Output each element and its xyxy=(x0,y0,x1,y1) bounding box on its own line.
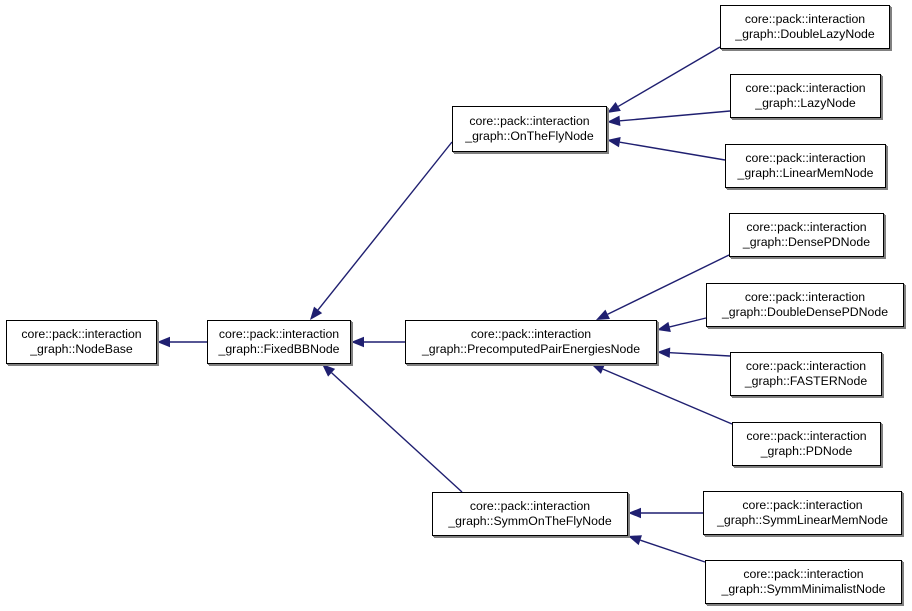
edge-arrowhead-icon xyxy=(607,101,621,113)
edge-line xyxy=(619,110,731,122)
inheritance-edge-lazy-node-to-on-the-fly-node xyxy=(607,110,731,127)
class-node-label-line1: core::pack::interaction xyxy=(469,499,591,513)
class-node-label-line2: _graph::NodeBase xyxy=(30,342,133,356)
class-node-label-line2: _graph::SymmOnTheFlyNode xyxy=(448,514,612,528)
edge-arrowhead-icon xyxy=(607,115,621,127)
class-node-label-line2: _graph::DoubleDensePDNode xyxy=(721,305,889,319)
class-node-label-line1: core::pack::interaction xyxy=(746,220,867,234)
class-node-label-line1: core::pack::interaction xyxy=(746,429,867,443)
class-node-label-line1: core::pack::interaction xyxy=(745,359,867,373)
edge-arrowhead-icon xyxy=(596,309,610,320)
inheritance-edge-precomputed-pair-energies-node-to-fixed-bb-node xyxy=(351,336,405,348)
inheritance-edge-symm-minimalist-node-to-symm-on-the-fly-node xyxy=(628,535,706,563)
class-node-label-line2: _graph::PDNode xyxy=(760,444,853,458)
class-node-label-line1: core::pack::interaction xyxy=(218,327,340,341)
class-node-linear-mem-node[interactable]: core::pack::interaction_graph::LinearMem… xyxy=(725,144,886,188)
edge-arrowhead-icon xyxy=(628,535,642,546)
class-node-label-line1: core::pack::interaction xyxy=(21,327,142,341)
class-node-label-line2: _graph::LazyNode xyxy=(755,96,856,110)
edge-line xyxy=(331,372,463,493)
inheritance-edge-symm-linear-mem-node-to-symm-on-the-fly-node xyxy=(628,507,703,519)
edge-line xyxy=(317,141,453,311)
edge-line xyxy=(669,352,731,357)
class-node-label-line1: core::pack::interaction xyxy=(744,12,866,26)
edge-arrowhead-icon xyxy=(322,364,336,377)
inheritance-edge-double-dense-pd-node-to-precomputed-pair-energies-node xyxy=(657,317,707,332)
class-node-node-base[interactable]: core::pack::interaction_graph::NodeBase xyxy=(6,320,157,364)
edge-arrowhead-icon xyxy=(157,336,170,348)
class-node-dense-pd-node[interactable]: core::pack::interaction_graph::DensePDNo… xyxy=(729,213,884,257)
edge-arrowhead-icon xyxy=(657,321,671,332)
class-node-lazy-node[interactable]: core::pack::interaction_graph::LazyNode xyxy=(730,74,881,118)
class-node-on-the-fly-node[interactable]: core::pack::interaction_graph::OnTheFlyN… xyxy=(452,106,607,152)
class-node-label-line2: _graph::SymmMinimalistNode xyxy=(721,582,886,596)
class-node-label-line1: core::pack::interaction xyxy=(745,151,866,165)
edges-group xyxy=(157,46,733,563)
class-node-label-line1: core::pack::interaction xyxy=(470,327,592,341)
class-node-double-dense-pd-node[interactable]: core::pack::interaction_graph::DoubleDen… xyxy=(706,283,904,327)
class-node-label-line1: core::pack::interaction xyxy=(743,567,864,581)
inheritance-edge-fixed-bb-node-to-node-base xyxy=(157,336,207,348)
class-node-symm-linear-mem-node[interactable]: core::pack::interaction_graph::SymmLinea… xyxy=(703,491,902,535)
edge-arrowhead-icon xyxy=(591,364,605,374)
edge-line xyxy=(617,46,721,108)
class-node-symm-on-the-fly-node[interactable]: core::pack::interaction_graph::SymmOnThe… xyxy=(432,492,628,536)
class-node-label-line1: core::pack::interaction xyxy=(745,81,866,95)
class-node-label-line1: core::pack::interaction xyxy=(469,114,590,128)
edge-line xyxy=(669,317,707,328)
class-node-double-lazy-node[interactable]: core::pack::interaction_graph::DoubleLaz… xyxy=(720,5,890,49)
class-node-faster-node[interactable]: core::pack::interaction_graph::FASTERNod… xyxy=(730,352,882,396)
edge-arrowhead-icon xyxy=(657,347,671,358)
edge-line xyxy=(640,539,706,563)
class-node-label-line2: _graph::FASTERNode xyxy=(744,374,868,388)
class-node-symm-minimalist-node[interactable]: core::pack::interaction_graph::SymmMinim… xyxy=(705,560,902,604)
class-node-label-line2: _graph::SymmLinearMemNode xyxy=(717,513,888,527)
inheritance-edge-faster-node-to-precomputed-pair-energies-node xyxy=(657,347,731,358)
class-node-label-line1: core::pack::interaction xyxy=(744,290,866,304)
class-node-precomputed-pair-energies-node[interactable]: core::pack::interaction_graph::Precomput… xyxy=(405,320,657,364)
class-node-label-line2: _graph::FixedBBNode xyxy=(218,342,340,356)
edge-arrowhead-icon xyxy=(310,306,323,320)
class-node-label-line2: _graph::DensePDNode xyxy=(742,235,871,249)
class-node-label-line2: _graph::PrecomputedPairEnergiesNode xyxy=(421,342,641,356)
class-node-label-line1: core::pack::interaction xyxy=(742,498,863,512)
class-node-label-line2: _graph::DoubleLazyNode xyxy=(735,27,875,41)
inheritance-edge-symm-on-the-fly-node-to-fixed-bb-node xyxy=(322,364,463,493)
edge-arrowhead-icon xyxy=(628,507,641,519)
class-node-pd-node[interactable]: core::pack::interaction_graph::PDNode xyxy=(732,422,881,466)
class-node-label-line2: _graph::OnTheFlyNode xyxy=(465,129,594,143)
inheritance-edge-pd-node-to-precomputed-pair-energies-node xyxy=(591,364,733,425)
class-node-fixed-bb-node[interactable]: core::pack::interaction_graph::FixedBBNo… xyxy=(207,320,351,364)
inheritance-edge-on-the-fly-node-to-fixed-bb-node xyxy=(310,141,453,320)
edge-arrowhead-icon xyxy=(351,336,364,348)
edge-line xyxy=(619,141,726,161)
edge-arrowhead-icon xyxy=(607,137,621,148)
class-node-label-line2: _graph::LinearMemNode xyxy=(737,166,874,180)
inheritance-edge-double-lazy-node-to-on-the-fly-node xyxy=(607,46,721,113)
inheritance-edge-linear-mem-node-to-on-the-fly-node xyxy=(607,137,726,161)
edge-line xyxy=(602,368,733,425)
